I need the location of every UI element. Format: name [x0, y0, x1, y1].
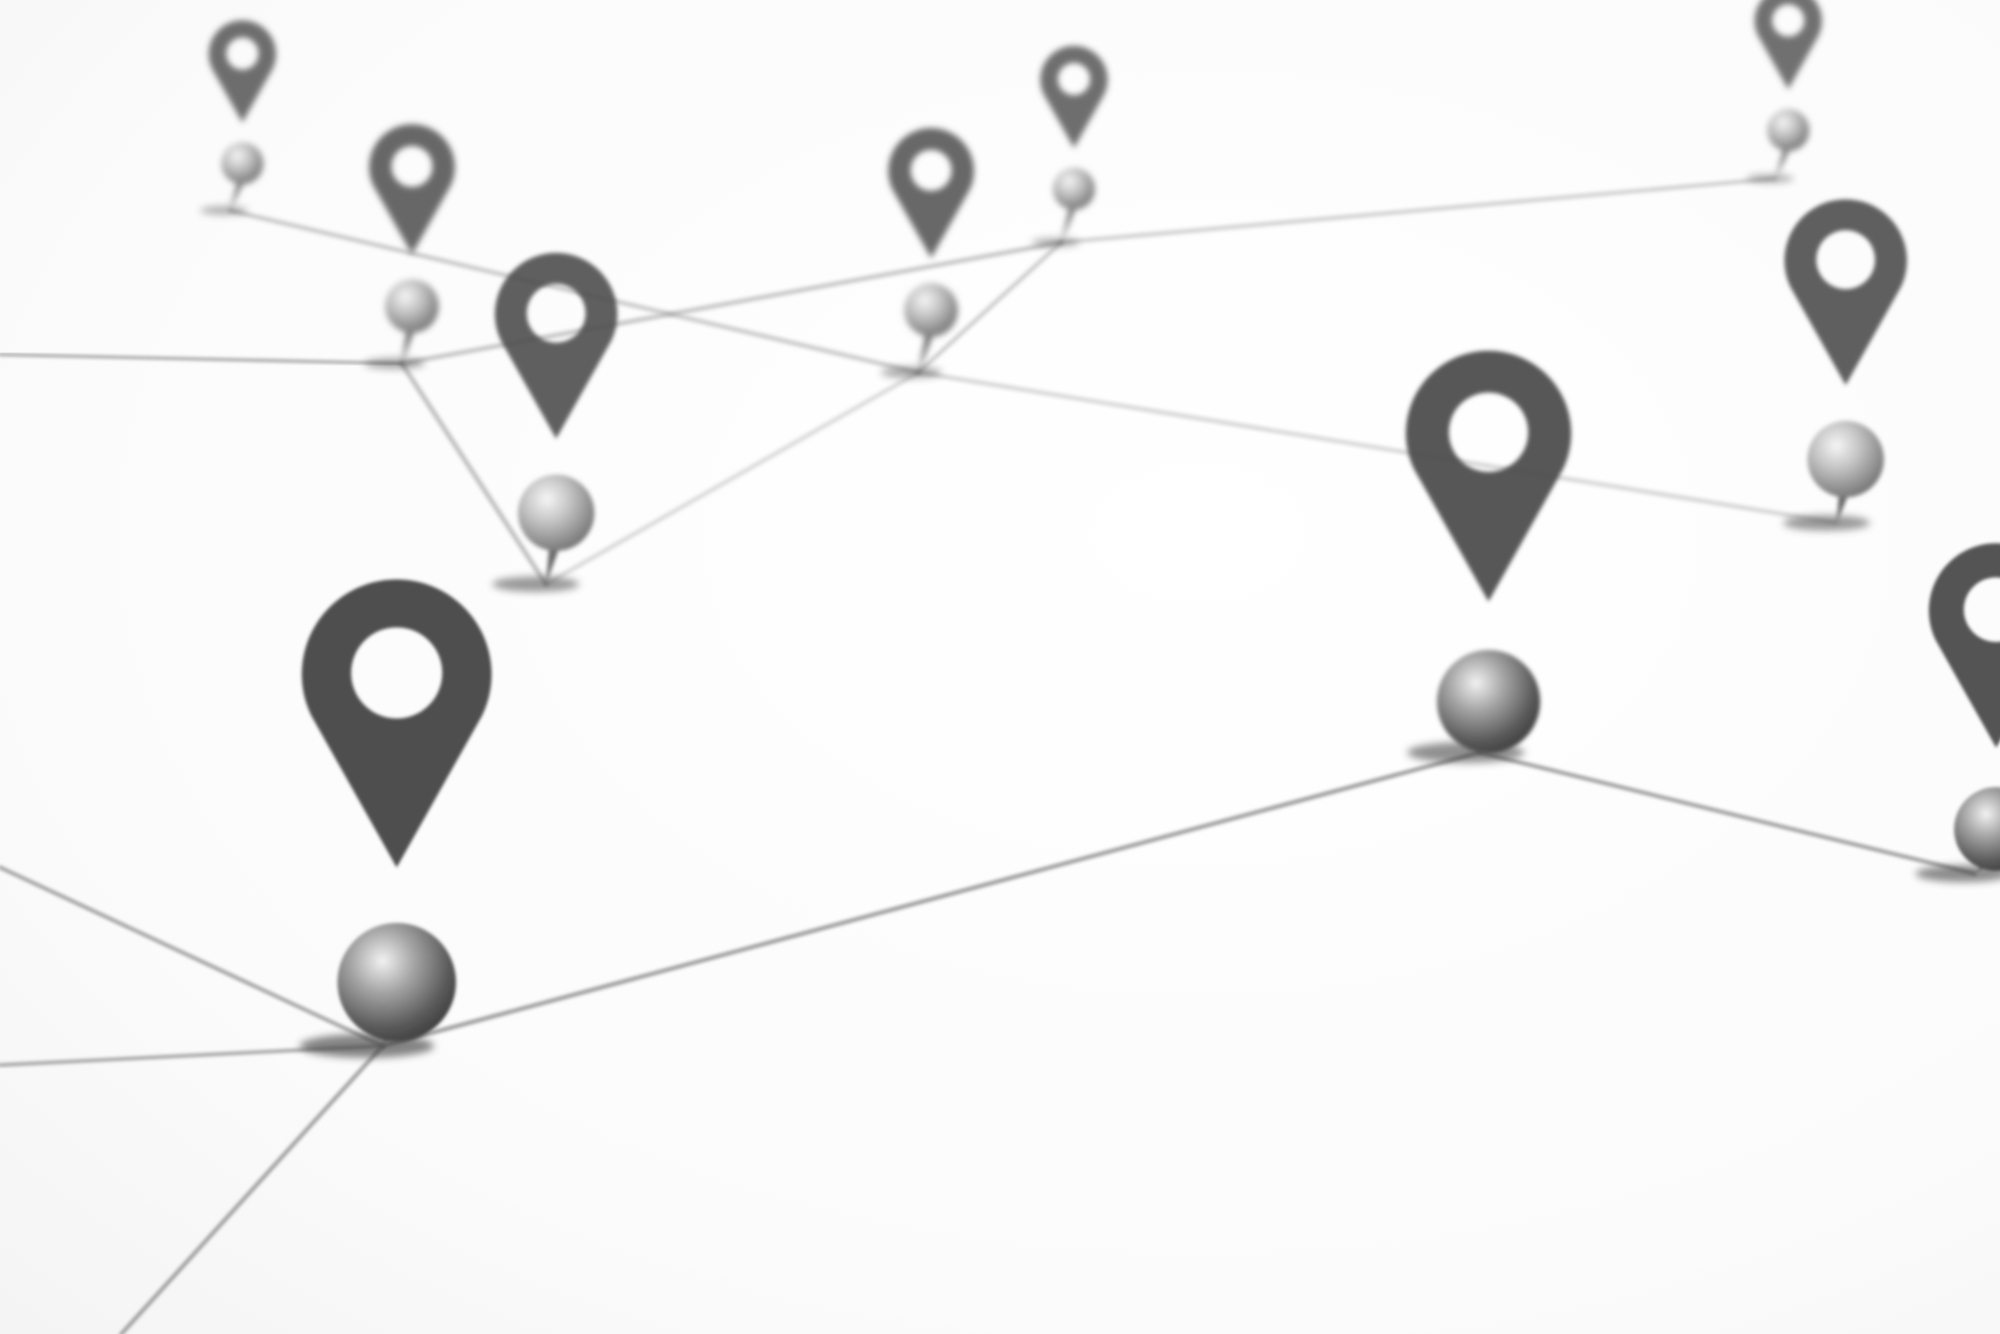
sphere-node	[337, 922, 456, 1042]
network-node	[494, 252, 618, 585]
network-link-e-f	[1059, 177, 1778, 244]
network-node	[1405, 350, 1572, 754]
node-shadow	[200, 206, 248, 215]
network-link-a-d	[227, 208, 921, 375]
sphere-node	[1052, 167, 1096, 210]
node-shadow	[1746, 174, 1794, 183]
map-pin-icon	[369, 124, 455, 255]
node-shadow	[1031, 238, 1080, 247]
network-link-edge-2	[0, 865, 385, 1048]
network-link-d-e	[916, 240, 1063, 375]
map-pin-icon	[1754, 0, 1822, 90]
map-pin-icon	[1784, 199, 1907, 386]
sphere-node	[1954, 787, 2000, 872]
sphere-node	[1807, 420, 1884, 498]
network-link-b-c	[399, 361, 548, 587]
node-shadow	[364, 358, 425, 369]
network-node	[1040, 45, 1108, 243]
network-node	[369, 124, 455, 364]
sphere-node	[904, 283, 958, 337]
node-shadow	[880, 367, 942, 378]
network-node	[301, 579, 492, 1046]
map-pin-icon	[494, 252, 618, 439]
map-pin-icon	[301, 579, 492, 868]
map-pin-icon	[1405, 350, 1572, 602]
sphere-node	[221, 142, 264, 185]
network-link-edge-4	[119, 1043, 385, 1334]
network-node	[1784, 199, 1907, 523]
node-stem	[401, 324, 417, 364]
network-node	[1754, 0, 1822, 179]
network-link-i-h	[380, 750, 1482, 1049]
sphere-node	[1767, 109, 1810, 152]
network-lines	[0, 177, 1977, 1334]
network-nodes	[208, 0, 2000, 1046]
network-link-c-d	[544, 371, 920, 586]
node-stem	[229, 177, 246, 211]
map-pin-icon	[888, 128, 974, 259]
node-stem	[918, 328, 936, 373]
map-pin-icon	[1928, 543, 2000, 748]
network-node	[888, 128, 974, 373]
sphere-node	[385, 279, 439, 333]
node-stem	[1775, 144, 1792, 179]
node-stem	[1061, 203, 1078, 243]
network-node	[1928, 543, 2000, 874]
node-stem	[545, 539, 563, 585]
node-shadow	[1783, 515, 1870, 531]
map-pin-icon	[1040, 45, 1108, 149]
node-shadow	[492, 576, 580, 592]
network-link-d-g	[916, 370, 1839, 525]
sphere-node	[517, 474, 595, 552]
sphere-node	[1436, 649, 1541, 754]
network-link-edge-1	[0, 352, 404, 366]
map-pin-icon	[208, 20, 277, 123]
network-link-h-j	[1477, 750, 1977, 876]
network-node	[208, 20, 277, 211]
